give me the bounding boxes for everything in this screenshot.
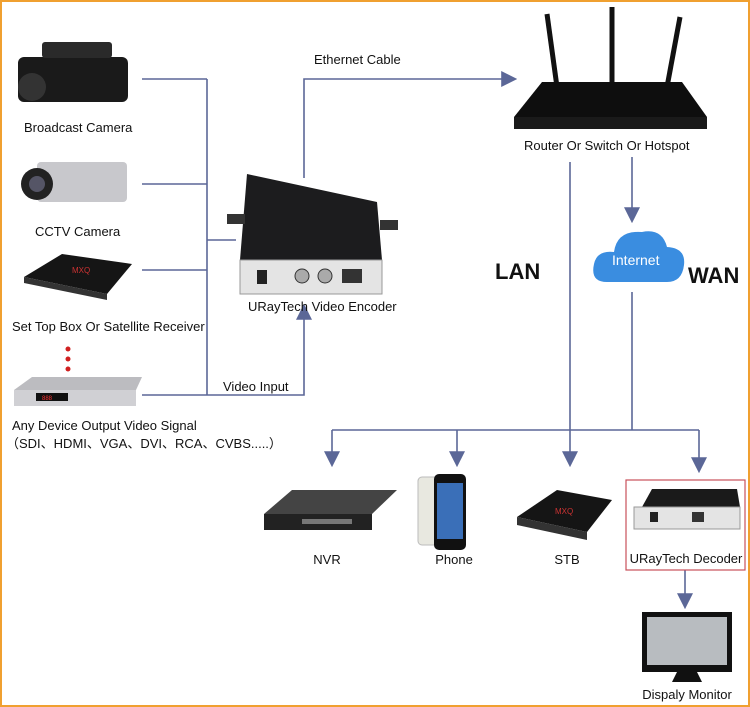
encoder-label: URayTech Video Encoder xyxy=(248,299,397,314)
internet-cloud-icon xyxy=(593,231,685,282)
cctv-camera-icon xyxy=(21,162,127,202)
set-top-box-icon: MXQ xyxy=(24,254,132,300)
source-sublabel: （SDI、HDMI、VGA、DVI、RCA、CVBS.....） xyxy=(6,436,282,451)
output-label: Phone xyxy=(435,552,473,567)
source-label: Any Device Output Video Signal xyxy=(12,418,197,433)
router-icon xyxy=(514,7,707,129)
ethernet-cable-label: Ethernet Cable xyxy=(314,52,401,67)
encoder-device-icon xyxy=(227,174,398,295)
source-label: Set Top Box Or Satellite Receiver xyxy=(12,319,205,334)
svg-text:MXQ: MXQ xyxy=(72,266,90,275)
ellipsis-dots xyxy=(65,346,71,372)
stb-icon: MXQ xyxy=(517,490,612,540)
monitor-label: Dispaly Monitor xyxy=(642,687,732,702)
svg-text:888: 888 xyxy=(42,396,53,402)
decoder-highlight-box xyxy=(625,479,746,571)
output-label: NVR xyxy=(313,552,341,567)
svg-text:MXQ: MXQ xyxy=(555,507,573,516)
output-label: URayTech Decoder xyxy=(629,551,743,566)
decoder-device-icon xyxy=(633,489,741,530)
internet-label: Internet xyxy=(612,252,660,268)
source-label: CCTV Camera xyxy=(35,224,121,239)
router-label: Router Or Switch Or Hotspot xyxy=(524,138,690,153)
monitor-icon xyxy=(642,612,732,682)
output-label: STB xyxy=(554,552,580,567)
video-input-label: Video Input xyxy=(223,379,289,394)
wan-label: WAN xyxy=(688,263,740,288)
broadcast-camera-icon xyxy=(18,42,128,102)
connection-lines xyxy=(142,71,707,610)
dvd-player-icon: 888 xyxy=(14,377,142,406)
lan-label: LAN xyxy=(495,259,541,284)
source-label: Broadcast Camera xyxy=(24,120,133,135)
nvr-icon xyxy=(264,490,397,530)
phone-icon xyxy=(417,474,466,550)
